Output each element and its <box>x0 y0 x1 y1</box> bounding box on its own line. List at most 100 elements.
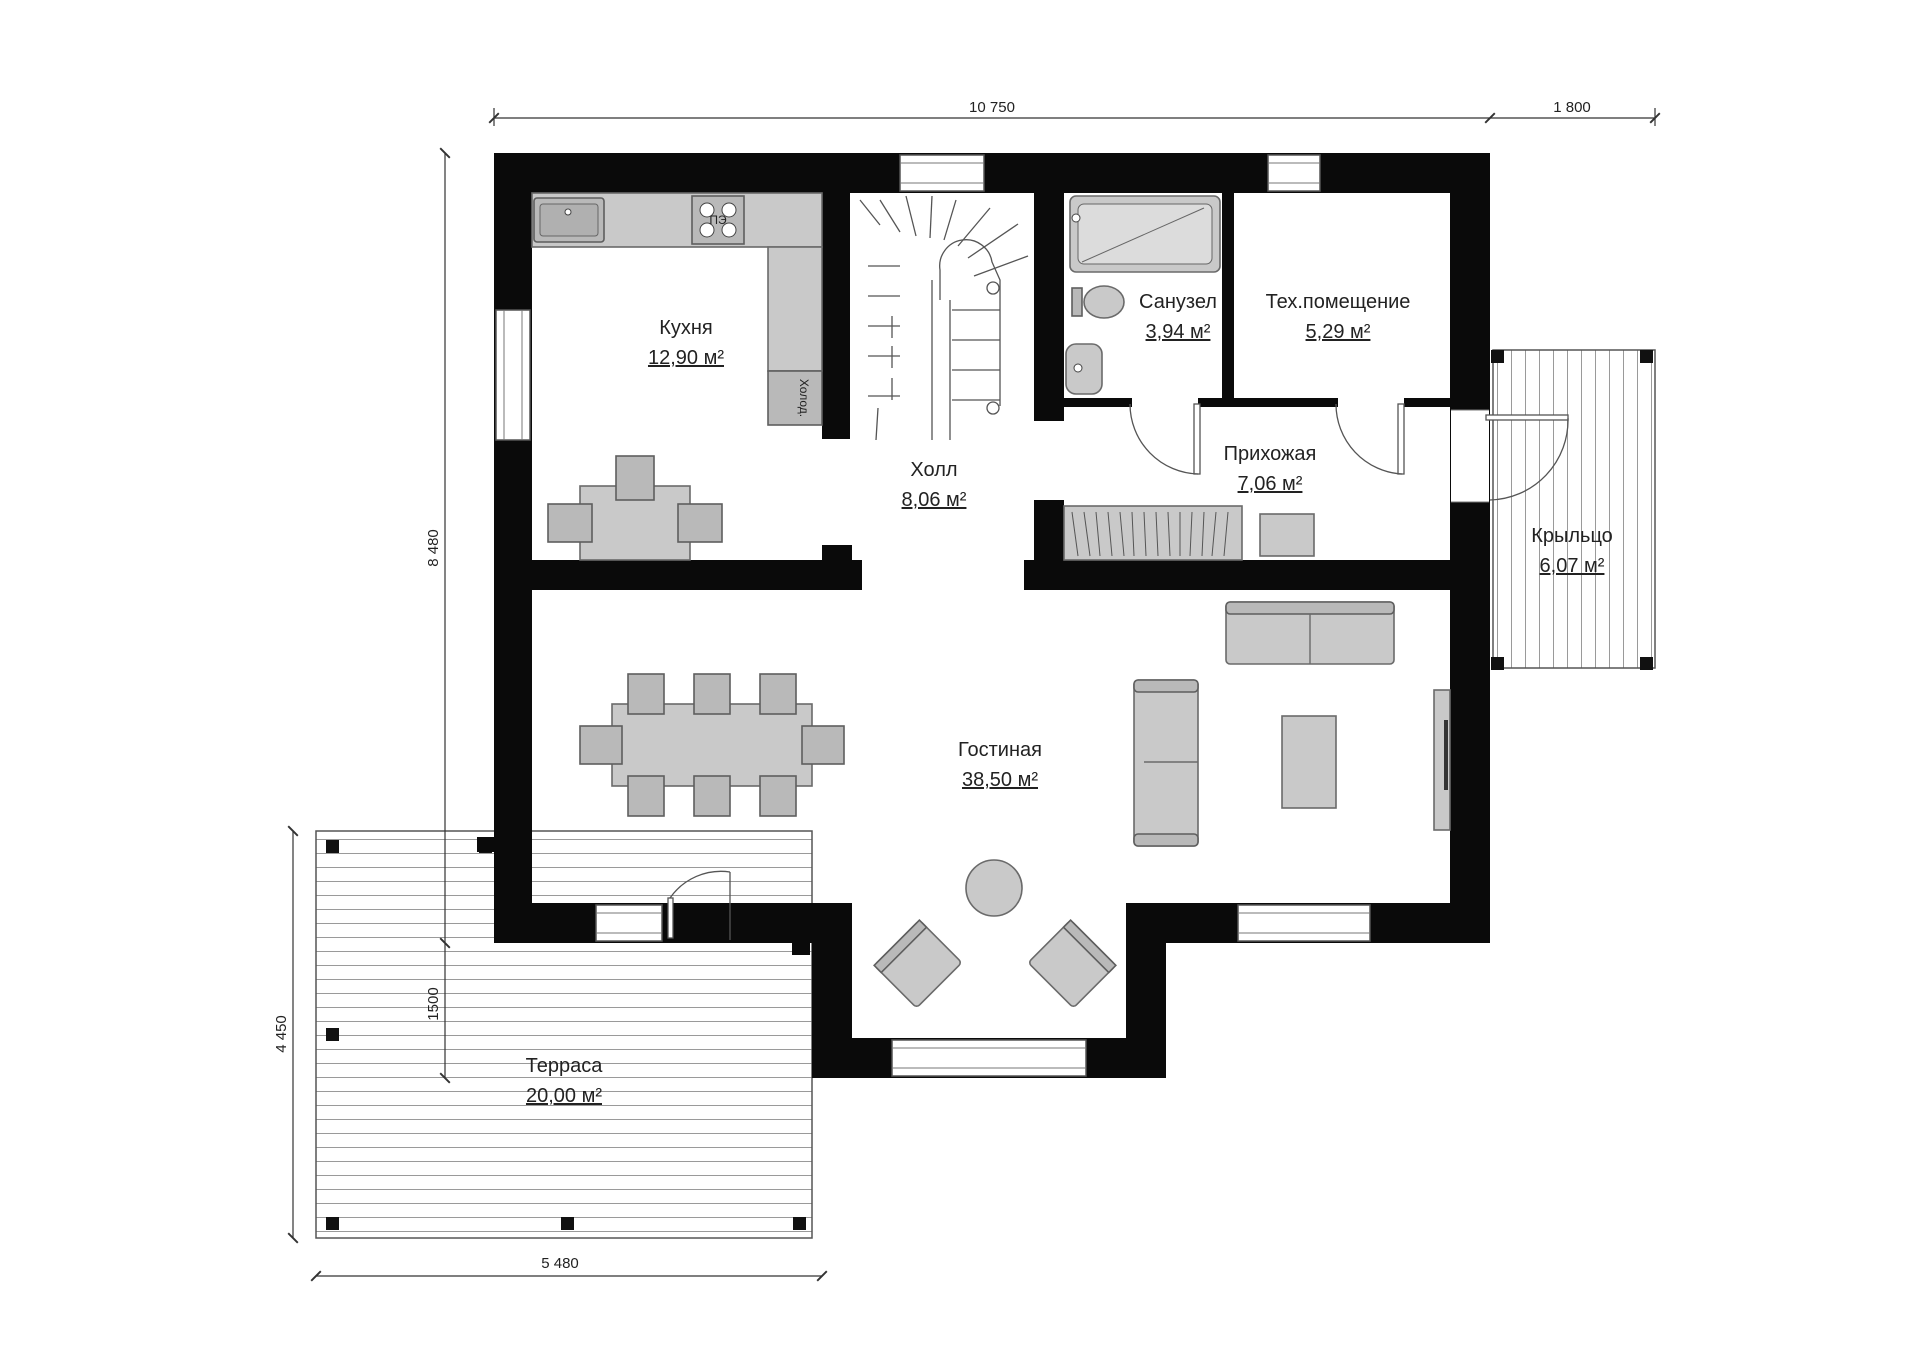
chair <box>579 725 623 765</box>
partition-wall <box>1404 398 1450 407</box>
chair <box>693 673 731 715</box>
partition-wall <box>1024 560 1460 590</box>
round-table <box>965 859 1023 917</box>
window <box>891 1039 1087 1077</box>
window <box>1237 904 1371 942</box>
window <box>495 309 531 441</box>
dining-table <box>611 703 813 787</box>
window <box>899 154 985 192</box>
chair <box>615 455 655 501</box>
washbasin <box>1065 343 1103 395</box>
entrance-furniture <box>1063 505 1315 561</box>
chair <box>677 503 723 543</box>
faucet <box>1071 213 1081 223</box>
chair <box>627 775 665 817</box>
room-labels: Кухня 12,90 м² Холл 8,06 м² Санузел 3,94… <box>526 291 1613 1107</box>
door-leaf <box>1397 403 1405 475</box>
terrace-post <box>326 840 339 853</box>
fridge-label: Холод. <box>797 379 811 417</box>
door-leaf <box>1193 403 1201 475</box>
chair <box>693 775 731 817</box>
room-name: Прихожая <box>1224 443 1317 465</box>
windows <box>495 154 1489 1077</box>
room-name: Гостиная <box>958 739 1042 761</box>
dimension-label: 5 480 <box>541 1255 579 1272</box>
partition-wall <box>1034 153 1064 421</box>
porch-post <box>1491 657 1504 670</box>
staircase <box>859 195 1029 441</box>
room-area: 20,00 м² <box>526 1085 602 1107</box>
outer-wall <box>1450 153 1490 943</box>
room-area: 5,29 м² <box>1306 321 1371 343</box>
terrace-post <box>326 1028 339 1041</box>
terrace-deck <box>315 830 813 1239</box>
stove-burner <box>699 222 715 238</box>
toilet-tank <box>1071 287 1083 317</box>
terrace-post <box>793 1217 806 1230</box>
room-name: Терраса <box>526 1055 604 1077</box>
room-name: Санузел <box>1139 291 1217 313</box>
window <box>595 904 663 942</box>
door-swing <box>669 870 731 899</box>
bathroom-fixtures <box>1065 195 1221 395</box>
shoe-cabinet <box>1259 513 1315 557</box>
room-name: Крыльцо <box>1531 525 1613 547</box>
stove-burner <box>721 222 737 238</box>
chair <box>759 673 797 715</box>
dimension-labels: 10 750 1 800 8 480 1500 4 450 5 480 <box>273 99 1591 1272</box>
window-glazing <box>503 162 1489 1069</box>
terrace-post <box>326 1217 339 1230</box>
outer-wall <box>494 153 1490 193</box>
kitchen-furniture: Холод. ПЭ <box>531 192 823 561</box>
room-name: Холл <box>910 459 957 481</box>
wall-stub <box>792 940 810 955</box>
room-area: 12,90 м² <box>648 347 724 369</box>
stove-label: ПЭ <box>709 213 727 227</box>
partition-wall <box>822 545 852 565</box>
room-area: 38,50 м² <box>962 769 1038 791</box>
stove-burner <box>721 202 737 218</box>
doors <box>667 403 1569 940</box>
porch-post <box>1491 350 1504 363</box>
window <box>1267 154 1321 192</box>
sink-bowl <box>539 203 599 237</box>
sofa <box>1133 679 1199 847</box>
room-area: 8,06 м² <box>902 489 967 511</box>
room-area: 6,07 м² <box>1540 555 1605 577</box>
chair <box>759 775 797 817</box>
outer-wall <box>494 153 532 943</box>
porch-post <box>1640 657 1653 670</box>
room-name: Кухня <box>659 317 713 339</box>
chair <box>627 673 665 715</box>
dimension-label: 10 750 <box>969 99 1015 116</box>
partition-wall <box>532 560 862 590</box>
dimension-lines <box>287 108 1661 1282</box>
partition-wall <box>1034 500 1064 580</box>
door-swing <box>1335 403 1403 475</box>
partition-wall <box>1198 398 1338 407</box>
fridge <box>767 370 823 426</box>
dimension-label: 8 480 <box>425 529 442 567</box>
dimension-label: 1 800 <box>1553 99 1591 116</box>
coffee-table <box>1281 715 1337 809</box>
terrace <box>315 830 813 1239</box>
partition-wall <box>1222 193 1234 403</box>
chair <box>547 503 593 543</box>
toilet <box>1083 285 1125 319</box>
room-area: 7,06 м² <box>1238 473 1303 495</box>
wall-stub <box>477 837 494 852</box>
porch-post <box>1640 350 1653 363</box>
entry-door-gap <box>1451 410 1489 502</box>
stove <box>691 195 745 245</box>
kitchen-counter <box>767 246 823 372</box>
chair <box>801 725 845 765</box>
tv <box>1444 720 1448 790</box>
room-area: 3,94 м² <box>1146 321 1211 343</box>
partition-wall <box>822 153 850 439</box>
porch <box>1491 349 1656 670</box>
porch-deck <box>1492 349 1656 669</box>
dimension-label: 4 450 <box>273 1015 290 1053</box>
living-furniture <box>579 601 1451 1007</box>
sink-drain <box>564 208 572 216</box>
room-name: Тех.помещение <box>1266 291 1411 313</box>
